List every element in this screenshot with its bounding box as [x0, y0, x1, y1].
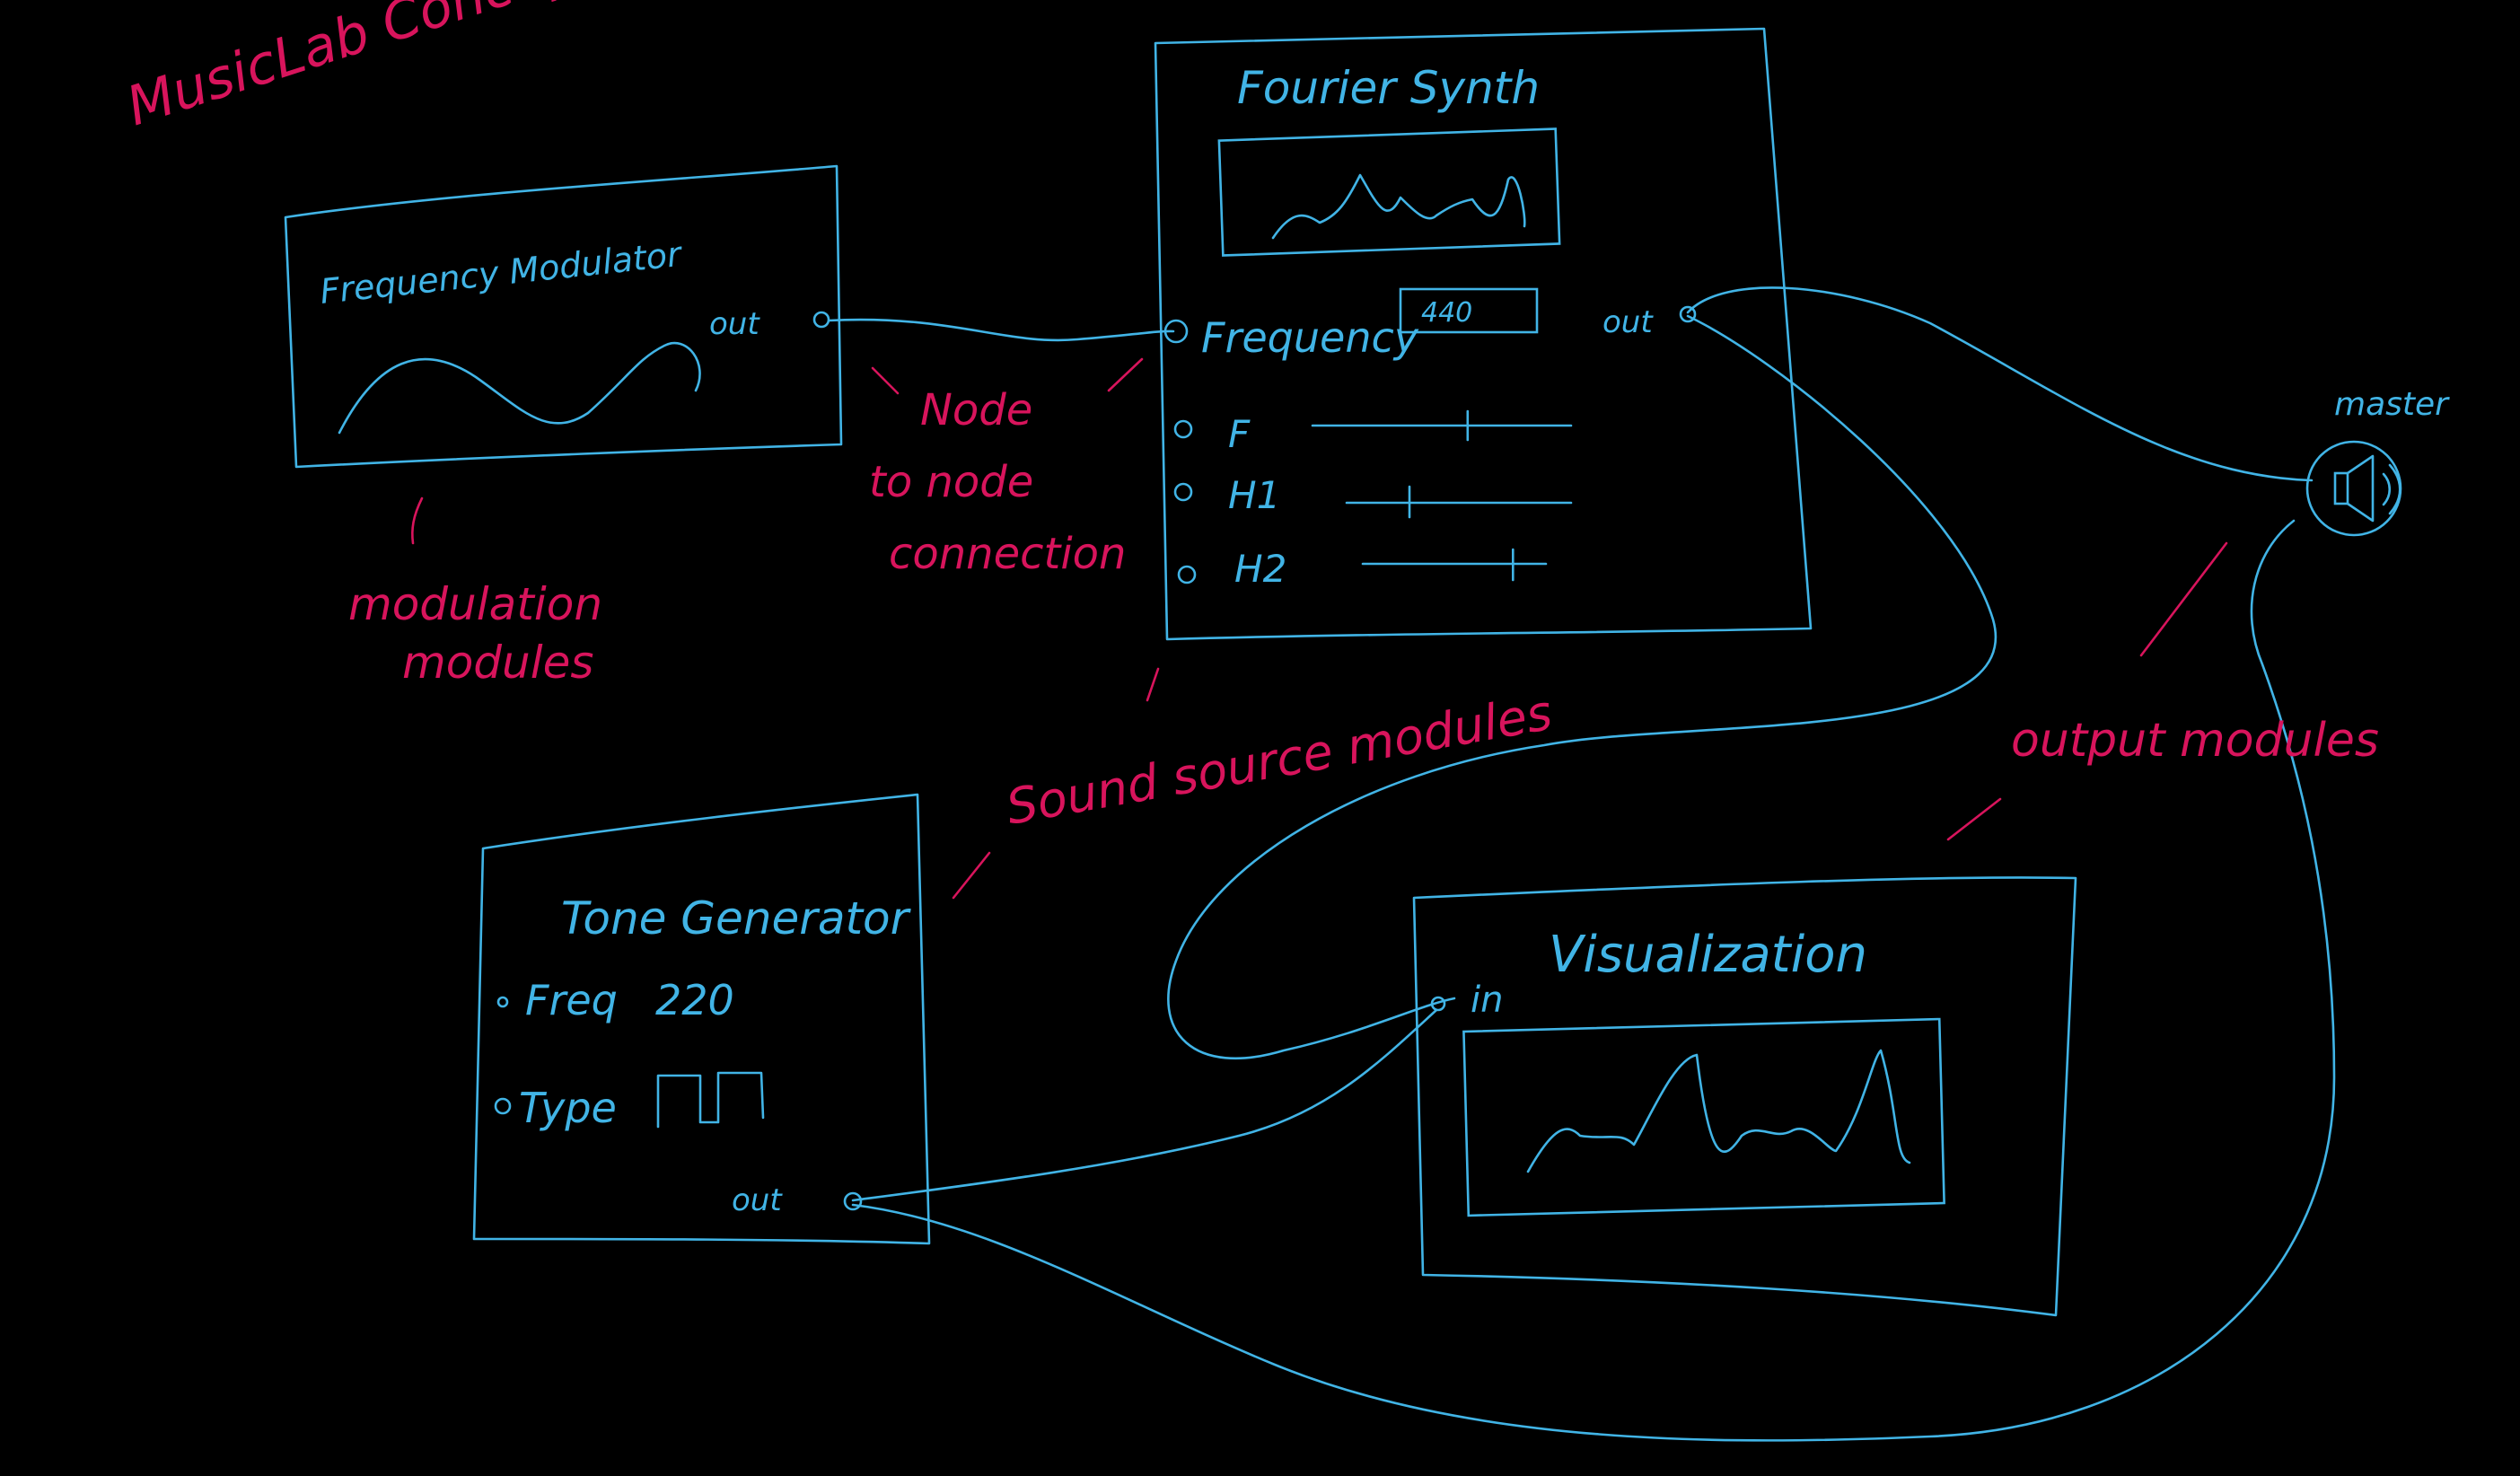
- out-label: out: [732, 1182, 783, 1218]
- annotations: modulation modules Node to node connecti…: [348, 357, 2379, 900]
- modulation-pointer: [411, 496, 424, 545]
- slider-input-port[interactable]: [1173, 419, 1193, 439]
- module-title: Visualization: [1549, 926, 1867, 984]
- connection-note: Node to node connection: [869, 385, 1126, 579]
- master-label: master: [2334, 386, 2450, 423]
- visualization-waveform: [1526, 1049, 1911, 1173]
- out-label: out: [709, 306, 760, 342]
- frequency-label: Frequency: [1201, 313, 1419, 362]
- frequency-modulator-module[interactable]: Frequency Modulator out: [284, 164, 843, 469]
- module-frame: [1412, 876, 2077, 1317]
- slider-label: H1: [1228, 473, 1280, 517]
- freq-label: Freq: [525, 976, 618, 1024]
- master-node[interactable]: [2305, 440, 2402, 537]
- cable-synth-to-visualization[interactable]: [1167, 314, 1998, 1059]
- module-frame: [472, 793, 931, 1245]
- frequency-input-port[interactable]: [1163, 319, 1189, 344]
- square-wave-icon[interactable]: [656, 1071, 765, 1129]
- slider-row-h1: H1: [1173, 473, 1573, 519]
- slider-input-port[interactable]: [1173, 482, 1193, 502]
- master-output-module[interactable]: master: [2305, 386, 2450, 537]
- module-frame: [284, 164, 843, 469]
- module-frame: [1154, 27, 1813, 641]
- cable-modulator-to-synth[interactable]: [827, 318, 1175, 342]
- spectrum-display: [1217, 127, 1561, 257]
- speaker-icon: [2333, 454, 2401, 523]
- sound-source-pointer-down: [952, 851, 991, 900]
- cable-tone-to-master[interactable]: [851, 519, 2336, 1442]
- out-port[interactable]: [843, 1191, 863, 1211]
- frequency-field[interactable]: [1399, 287, 1539, 334]
- waveform-display: [1462, 1017, 1945, 1217]
- cable-synth-to-master[interactable]: [1686, 286, 2314, 482]
- modulation-note: modulation modules: [348, 578, 617, 689]
- connection-pointer-right: [1107, 357, 1144, 392]
- in-label: in: [1471, 980, 1503, 1021]
- output-note: output modules: [2011, 714, 2379, 768]
- in-port[interactable]: [1430, 996, 1446, 1012]
- modulator-waveform: [338, 341, 701, 435]
- slider-row-h2: H2: [1177, 547, 1548, 591]
- output-pointer-down: [1946, 797, 2002, 841]
- connection-pointer-left: [871, 366, 900, 395]
- visualization-module[interactable]: in Visualization: [1412, 876, 2077, 1317]
- frequency-value: 440: [1421, 297, 1472, 329]
- module-title: Tone Generator: [561, 892, 912, 944]
- freq-input-port[interactable]: [496, 996, 509, 1008]
- out-port[interactable]: [1679, 305, 1697, 323]
- slider-label: F: [1228, 412, 1251, 456]
- sound-source-pointer-up: [1146, 667, 1160, 702]
- module-title: Fourier Synth: [1237, 62, 1540, 114]
- spectrum-waveform: [1271, 173, 1526, 240]
- slider-label: H2: [1234, 547, 1286, 591]
- out-label: out: [1602, 304, 1654, 340]
- tone-generator-module[interactable]: Tone Generator Freq 220 Type out: [472, 793, 931, 1245]
- module-title: Frequency Modulator: [318, 234, 685, 312]
- fourier-synth-module[interactable]: Fourier Synth Frequency 440 out F H1 H2: [1154, 27, 1813, 641]
- freq-value: 220: [655, 976, 734, 1024]
- type-label: Type: [519, 1084, 617, 1132]
- slider-input-port[interactable]: [1177, 565, 1197, 584]
- cables: [827, 286, 2336, 1442]
- out-port[interactable]: [812, 311, 830, 329]
- cable-tone-to-visualization[interactable]: [851, 1008, 1438, 1202]
- sketch-title: MusicLab Concept: [119, 0, 607, 138]
- type-input-port[interactable]: [494, 1097, 512, 1115]
- output-pointer-up: [2139, 541, 2228, 657]
- slider-row-f: F: [1173, 409, 1573, 456]
